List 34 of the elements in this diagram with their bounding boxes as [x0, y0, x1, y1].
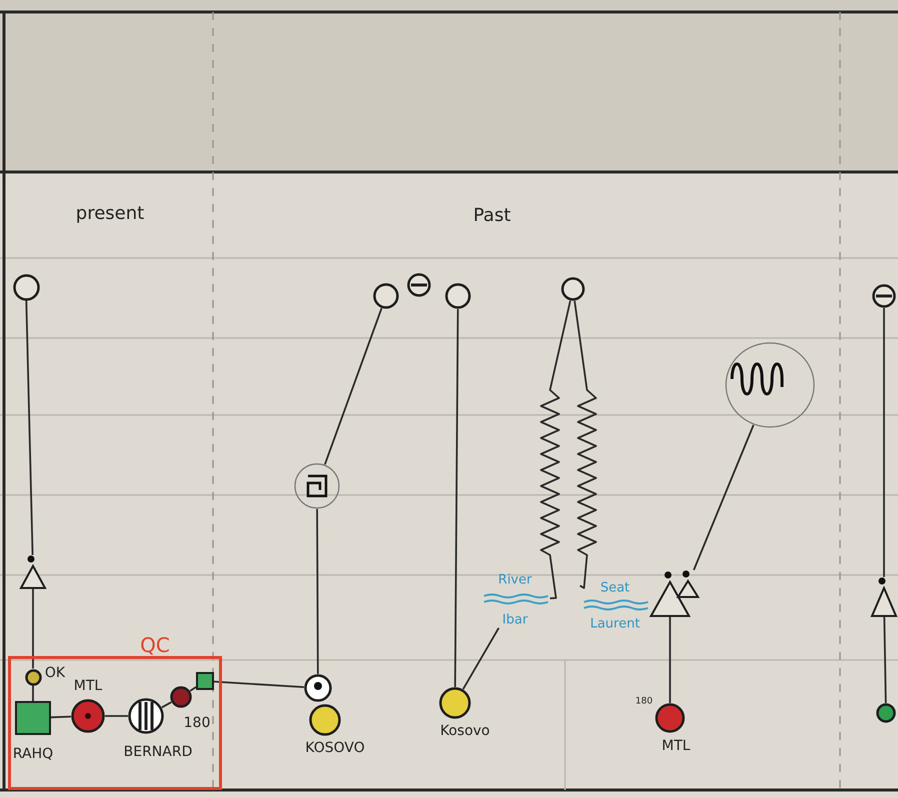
group-title: QC — [140, 635, 170, 655]
river-name: River — [498, 574, 532, 586]
connector-line — [454, 309, 459, 687]
node-label: BERNARD — [124, 745, 192, 759]
node-label: MTL — [662, 739, 690, 753]
connector-line — [462, 628, 500, 690]
river-name: Ibar — [502, 614, 528, 626]
side-note: 180 — [635, 698, 653, 706]
connector-line — [883, 308, 885, 577]
connector-line — [316, 509, 319, 674]
connector-line — [190, 686, 196, 692]
section-label: Past — [473, 207, 511, 225]
connector-line — [692, 424, 754, 570]
connector-line — [883, 616, 887, 704]
river-name: Laurent — [590, 618, 640, 630]
node-label: RAHQ — [12, 747, 54, 761]
connector-line — [105, 715, 128, 717]
connector-line — [214, 680, 304, 688]
connector-line — [161, 701, 172, 708]
node-label: 180 — [184, 716, 210, 730]
river-name: Seat — [600, 582, 630, 594]
connector-line — [669, 617, 671, 703]
connector-line — [50, 716, 72, 718]
connector-line — [32, 686, 34, 701]
connector-line — [574, 300, 597, 589]
node-label: OK — [44, 666, 66, 680]
connector-line — [540, 300, 572, 600]
node-label: KOSOVO — [305, 741, 365, 755]
connector-line — [324, 308, 382, 465]
connector-line — [25, 300, 34, 556]
section-label: present — [76, 205, 144, 223]
node-label: Kosovo — [440, 724, 490, 738]
connector-line — [32, 589, 34, 668]
node-label: MTL — [74, 679, 102, 693]
